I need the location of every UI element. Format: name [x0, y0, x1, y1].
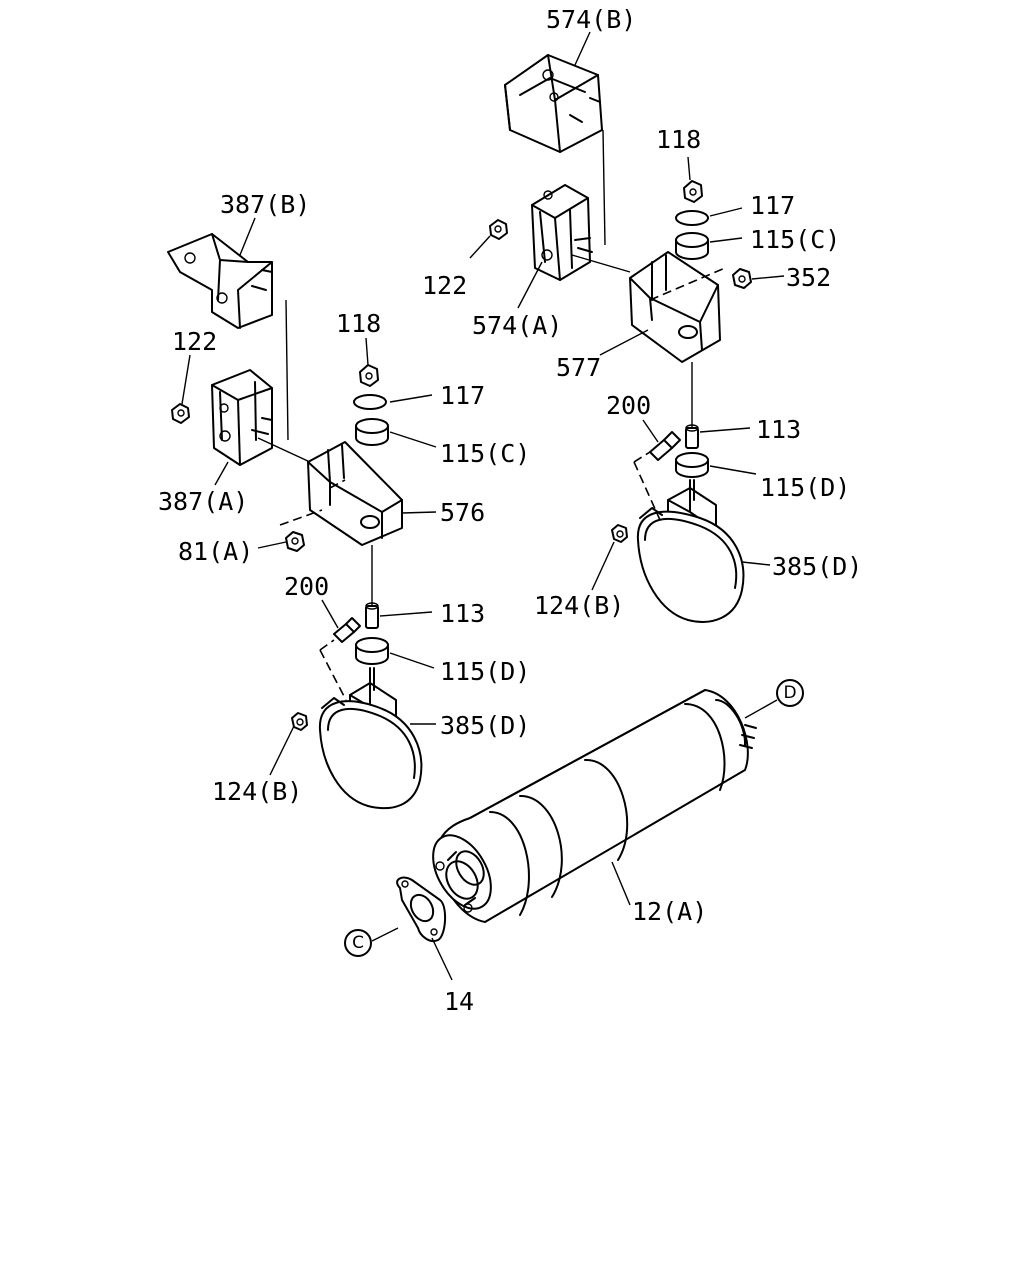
cushion-115c-right [675, 232, 709, 260]
label-387b: 387(B) [220, 190, 310, 219]
assembly-line [319, 639, 335, 651]
label-81a: 81(A) [178, 537, 253, 566]
nut-118-right [683, 180, 703, 203]
washer-117-left [353, 394, 387, 410]
assembly-line [602, 129, 606, 246]
label-117-left: 117 [440, 381, 485, 410]
label-12a: 12(A) [632, 897, 707, 926]
clamp-385d-right [636, 479, 745, 623]
label-113-left: 113 [440, 599, 485, 628]
label-14: 14 [444, 987, 474, 1016]
label-124b-left: 124(B) [212, 777, 302, 806]
bracket-387a [211, 369, 273, 466]
assembly-line [319, 649, 347, 701]
label-200-left: 200 [284, 572, 329, 601]
bracket-574b [504, 54, 603, 153]
spacer-113-right [685, 424, 699, 449]
assembly-line [285, 299, 289, 441]
washer-117-right [675, 210, 709, 226]
nut-124b-left [291, 712, 308, 731]
label-385d-left: 385(D) [440, 711, 530, 740]
nut-122-left [171, 403, 190, 424]
nut-118-left [359, 364, 379, 387]
connector-d-label: D [783, 683, 796, 703]
label-577: 577 [556, 353, 601, 382]
label-124b-right: 124(B) [534, 591, 624, 620]
muffler-12a [432, 689, 757, 923]
connector-d: D [776, 679, 804, 707]
assembly-line [633, 461, 661, 521]
label-115d-left: 115(D) [440, 657, 530, 686]
bracket-574a [531, 184, 593, 281]
label-115c-left: 115(C) [440, 439, 530, 468]
label-352: 352 [786, 263, 831, 292]
label-576: 576 [440, 498, 485, 527]
leader-lines [181, 31, 785, 981]
label-122-right: 122 [422, 271, 467, 300]
assembly-line [257, 437, 311, 463]
label-574b: 574(B) [546, 5, 636, 34]
label-118-left: 118 [336, 309, 381, 338]
nut-352 [732, 268, 752, 289]
clamp-385d-left [318, 667, 423, 810]
connector-c-label: C [352, 933, 364, 953]
part-labels: 574(B) 118 117 115(C) 122 352 574(A) 577… [158, 5, 862, 1016]
label-115d-right: 115(D) [760, 473, 850, 502]
nut-81a [285, 531, 305, 552]
label-387a: 387(A) [158, 487, 248, 516]
bolt-200-right [649, 431, 681, 461]
bolt-200-left [333, 617, 361, 643]
nut-124b-right [611, 524, 628, 543]
bracket-576 [279, 441, 403, 546]
cushion-115c-left [355, 418, 389, 446]
label-115c-right: 115(C) [750, 225, 840, 254]
label-118-right: 118 [656, 125, 701, 154]
cushion-115d-right [675, 452, 709, 478]
bracket-387b [167, 233, 273, 329]
label-200-right: 200 [606, 391, 651, 420]
connector-c: C [344, 929, 372, 957]
nut-122-right [489, 219, 508, 240]
spacer-113-left [365, 602, 379, 629]
bracket-577 [629, 251, 726, 363]
label-117-right: 117 [750, 191, 795, 220]
label-122-left: 122 [172, 327, 217, 356]
cushion-115d-left [355, 637, 389, 665]
assembly-line [633, 451, 651, 463]
label-385d-right: 385(D) [772, 552, 862, 581]
assembly-line [571, 254, 631, 273]
label-113-right: 113 [756, 415, 801, 444]
gasket-14 [396, 876, 446, 942]
label-574a: 574(A) [472, 311, 562, 340]
